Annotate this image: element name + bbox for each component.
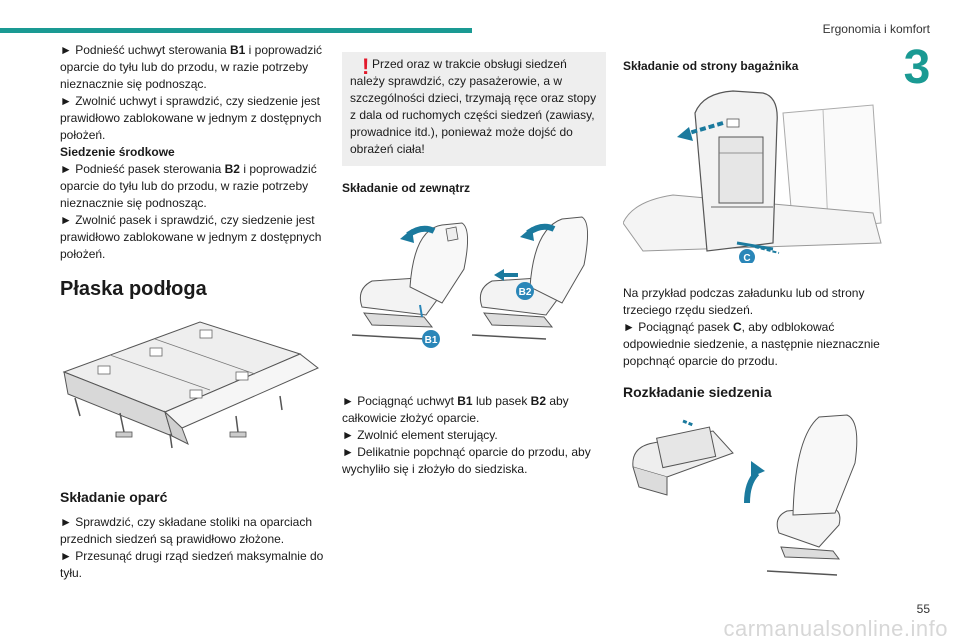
warning-icon: ! — [362, 54, 370, 79]
page-number: 55 — [916, 602, 930, 616]
paragraph-check-tables: ► Sprawdzić, czy składane stoliki na opa… — [60, 515, 312, 546]
paragraph-loading-example: Na przykład podczas załadunku lub od str… — [623, 286, 865, 317]
heading-flat-floor: Płaska podłoga — [60, 278, 207, 300]
watermark: carmanualsonline.info — [723, 616, 948, 641]
heading-fold-outside: Składanie od zewnątrz — [342, 181, 471, 195]
column-middle: ! Przed oraz w trakcie obsługi siedzeń n… — [342, 52, 606, 478]
header-accent-bar — [0, 28, 472, 33]
label-b2-marker — [516, 282, 534, 300]
label-b1-marker — [422, 330, 440, 348]
paragraph-pull-b1-b2: ► Pociągnąć uchwyt B1 lub pasek B2 aby c… — [342, 394, 569, 425]
label-b1: B1 — [425, 335, 438, 346]
heading-unfold-seat: Rozkładanie siedzenia — [623, 384, 772, 400]
label-c-marker — [739, 249, 755, 263]
warning-box: ! Przed oraz w trakcie obsługi siedzeń n… — [342, 52, 606, 166]
unfold-seat-illustration — [632, 414, 858, 576]
subheading-middle-seat: Siedzenie środkowe — [60, 145, 175, 159]
fold-from-trunk-illustration: C — [623, 90, 882, 263]
heading-folding-backrests: Składanie oparć — [60, 489, 168, 505]
paragraph-move-second-row: ► Przesunąć drugi rząd siedzeń maksymaln… — [60, 549, 324, 580]
paragraph-b2-release: ► Zwolnić pasek i sprawdzić, czy siedzen… — [60, 213, 322, 261]
warning-text: Przed oraz w trakcie obsługi siedzeń nal… — [350, 57, 597, 156]
column-right: Składanie od strony bagażnika C Na przyk… — [623, 58, 888, 589]
heading-fold-from-trunk: Składanie od strony bagażnika — [623, 59, 799, 73]
chapter-number: 3 — [903, 41, 931, 94]
label-c: C — [743, 253, 750, 263]
paragraph-b1-release: ► Zwolnić uchwyt i sprawdzić, czy siedze… — [60, 94, 322, 142]
section-title: Ergonomia i komfort — [822, 22, 930, 36]
paragraph-release-control: ► Zwolnić element sterujący. — [342, 428, 498, 442]
label-b2: B2 — [519, 287, 532, 298]
fold-outside-illustration: B1 B2 — [351, 216, 588, 348]
paragraph-b2-lift: ► Podnieść pasek sterowania B2 i poprowa… — [60, 162, 317, 210]
paragraph-pull-c: ► Pociągnąć pasek C, aby odblokować odpo… — [623, 320, 880, 368]
column-left: ► Podnieść uchwyt sterowania B1 i poprow… — [60, 42, 325, 582]
paragraph-b1-lift: ► Podnieść uchwyt sterowania B1 i poprow… — [60, 43, 323, 91]
flat-floor-illustration — [62, 321, 319, 449]
paragraph-push-backrest: ► Delikatnie popchnąć oparcie do przodu,… — [342, 445, 591, 476]
